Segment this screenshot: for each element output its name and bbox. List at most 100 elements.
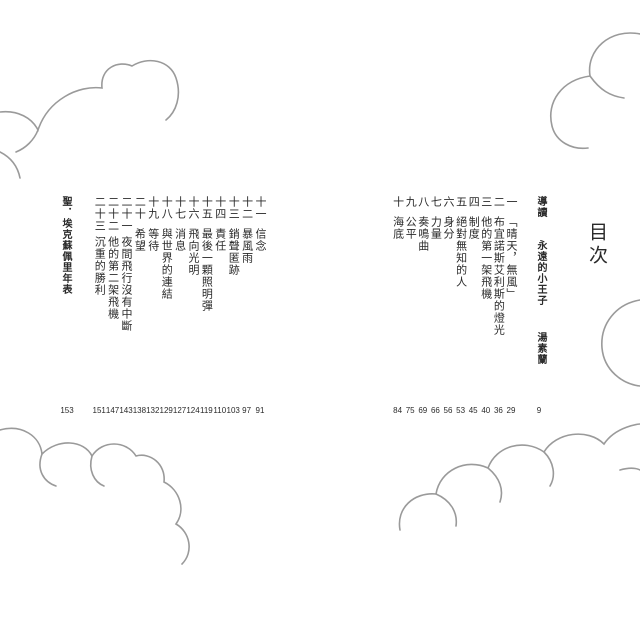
chapter-page-number: 147 — [105, 406, 120, 415]
chapter-page-number: 40 — [481, 406, 491, 415]
chapter-page-number: 103 — [226, 406, 240, 415]
chapter-title: 他的第二架飛機 — [106, 236, 120, 320]
chapter-number: 十六 — [187, 196, 200, 220]
cloud-top-left — [0, 59, 180, 133]
chapter-number: 九 — [404, 196, 418, 208]
chapter-title: 信念 — [254, 228, 267, 252]
toc-entry[interactable]: 十三銷聲匿跡 — [227, 196, 240, 276]
toc-entry[interactable]: 五絕對無知的人 — [455, 196, 468, 288]
chapter-title: 公平 — [404, 216, 418, 240]
chapter-page-number: 151 — [92, 406, 106, 415]
toc-entry[interactable]: 十一信念 — [254, 196, 267, 252]
chapter-title: 與世界的連結 — [160, 228, 174, 300]
chapter-number: 六 — [442, 196, 455, 208]
chapter-page-number: 132 — [146, 406, 160, 415]
chapter-page-number: 36 — [493, 406, 503, 415]
toc-entry[interactable]: 一「晴天，無風」 — [505, 196, 518, 300]
toc-entry[interactable]: 十五最後一顆照明彈 — [200, 196, 213, 312]
toc-entry[interactable]: 十八與世界的連結 — [160, 196, 173, 300]
cloud-bottom-right — [398, 423, 640, 531]
chapter-title: 責任 — [213, 228, 227, 252]
chapter-title: 海底 — [391, 216, 405, 240]
chapter-title: 暴風雨 — [240, 228, 254, 264]
cloud-bottom-right-edge — [619, 467, 640, 471]
chapter-title: 他的第一架飛機 — [479, 216, 493, 300]
chapter-title: 布宜諾斯艾利斯的燈光 — [492, 216, 506, 336]
toc-entry[interactable]: 十七消息 — [174, 196, 187, 252]
toc-entry[interactable]: 十六飛向光明 — [187, 196, 200, 276]
chapter-number: 五 — [454, 196, 468, 208]
cloud-bottom-left — [0, 427, 190, 565]
chapter-number: 二十一 — [120, 196, 133, 232]
toc-entry[interactable]: 二十一夜間飛行沒有中斷 — [120, 196, 133, 332]
chapter-number: 十 — [391, 196, 405, 208]
chapter-page-number: 53 — [456, 406, 466, 415]
chapter-number: 十八 — [160, 196, 174, 220]
toc-appendix: 聖．埃克蘇佩里年表 — [60, 196, 71, 295]
toc-entry[interactable]: 九公平 — [404, 196, 417, 240]
chapter-title: 夜間飛行沒有中斷 — [120, 236, 133, 332]
chapter-number: 二十三 — [93, 196, 107, 232]
chapter-title: 力量 — [429, 216, 443, 240]
chapter-number: 三 — [479, 196, 493, 208]
chapter-page-number: 110 — [213, 406, 227, 415]
toc-entry[interactable]: 四制度 — [467, 196, 480, 240]
toc-entry[interactable]: 八奏鳴曲 — [417, 196, 430, 252]
chapter-number: 十一 — [254, 196, 267, 220]
chapter-page-number: 66 — [430, 406, 440, 415]
chapter-number: 十二 — [240, 196, 254, 220]
cloud-bottom-right-inner — [435, 451, 555, 527]
chapter-page-number: 119 — [200, 406, 213, 415]
chapter-page-number: 69 — [418, 406, 428, 415]
chapter-title: 飛向光明 — [187, 228, 200, 276]
chapter-number: 一 — [505, 196, 518, 208]
cloud-right-edge — [601, 299, 640, 387]
chapter-title: 希望 — [133, 228, 147, 252]
chapter-title: 最後一顆照明彈 — [200, 228, 214, 312]
chapter-page-number: 56 — [443, 406, 453, 415]
toc-entry[interactable]: 十二暴風雨 — [241, 196, 254, 264]
chapter-page-number: 143 — [119, 406, 133, 415]
toc-entry[interactable]: 六身分 — [442, 196, 455, 240]
toc-prologue: 導讀 永遠的小王子 湯素蘭 — [534, 196, 547, 365]
prologue-text: 永遠的小王子 — [535, 240, 546, 306]
chapter-title: 「晴天，無風」 — [505, 216, 518, 300]
toc-entry[interactable]: 十九等待 — [147, 196, 160, 252]
chapter-page-number: 127 — [172, 406, 187, 415]
chapter-page-number: 124 — [186, 406, 200, 415]
chapter-number: 十七 — [173, 196, 187, 220]
appendix-page-number: 153 — [60, 406, 74, 415]
chapter-page-number: 45 — [468, 406, 478, 415]
chapter-number: 二 — [492, 196, 506, 208]
chapter-number: 八 — [416, 196, 430, 208]
chapter-page-number: 84 — [393, 406, 403, 415]
chapter-title: 制度 — [467, 216, 481, 240]
chapter-title: 等待 — [146, 228, 160, 252]
chapter-page-number: 29 — [506, 406, 516, 415]
chapter-number: 四 — [467, 196, 481, 208]
chapter-title: 奏鳴曲 — [416, 216, 430, 252]
chapter-number: 十三 — [227, 196, 241, 220]
toc-entry[interactable]: 三他的第一架飛機 — [480, 196, 493, 300]
toc-entry[interactable]: 二十三沉重的勝利 — [93, 196, 106, 296]
toc-entry[interactable]: 七力量 — [429, 196, 442, 240]
chapter-number: 七 — [429, 196, 443, 208]
toc-entry[interactable]: 二十希望 — [133, 196, 146, 252]
chapter-number: 十四 — [213, 196, 227, 220]
chapter-page-number: 129 — [159, 406, 173, 415]
prologue-author: 湯素蘭 — [535, 332, 546, 365]
chapter-title: 沉重的勝利 — [93, 236, 107, 296]
chapter-page-number: 75 — [405, 406, 415, 415]
toc-entry[interactable]: 十海底 — [392, 196, 405, 240]
cloud-top-right-inner — [589, 75, 625, 99]
toc-entry[interactable]: 二布宜諾斯艾利斯的燈光 — [492, 196, 505, 336]
chapter-title: 身分 — [442, 216, 455, 240]
toc-entry[interactable]: 二十二他的第二架飛機 — [107, 196, 120, 320]
cloud-top-right — [550, 32, 640, 150]
chapter-number: 二十二 — [106, 196, 120, 232]
chapter-title: 絕對無知的人 — [454, 216, 468, 288]
toc-entry[interactable]: 十四責任 — [214, 196, 227, 252]
chapter-number: 十五 — [200, 196, 214, 220]
cloud-bottom-left-inner — [39, 453, 105, 487]
